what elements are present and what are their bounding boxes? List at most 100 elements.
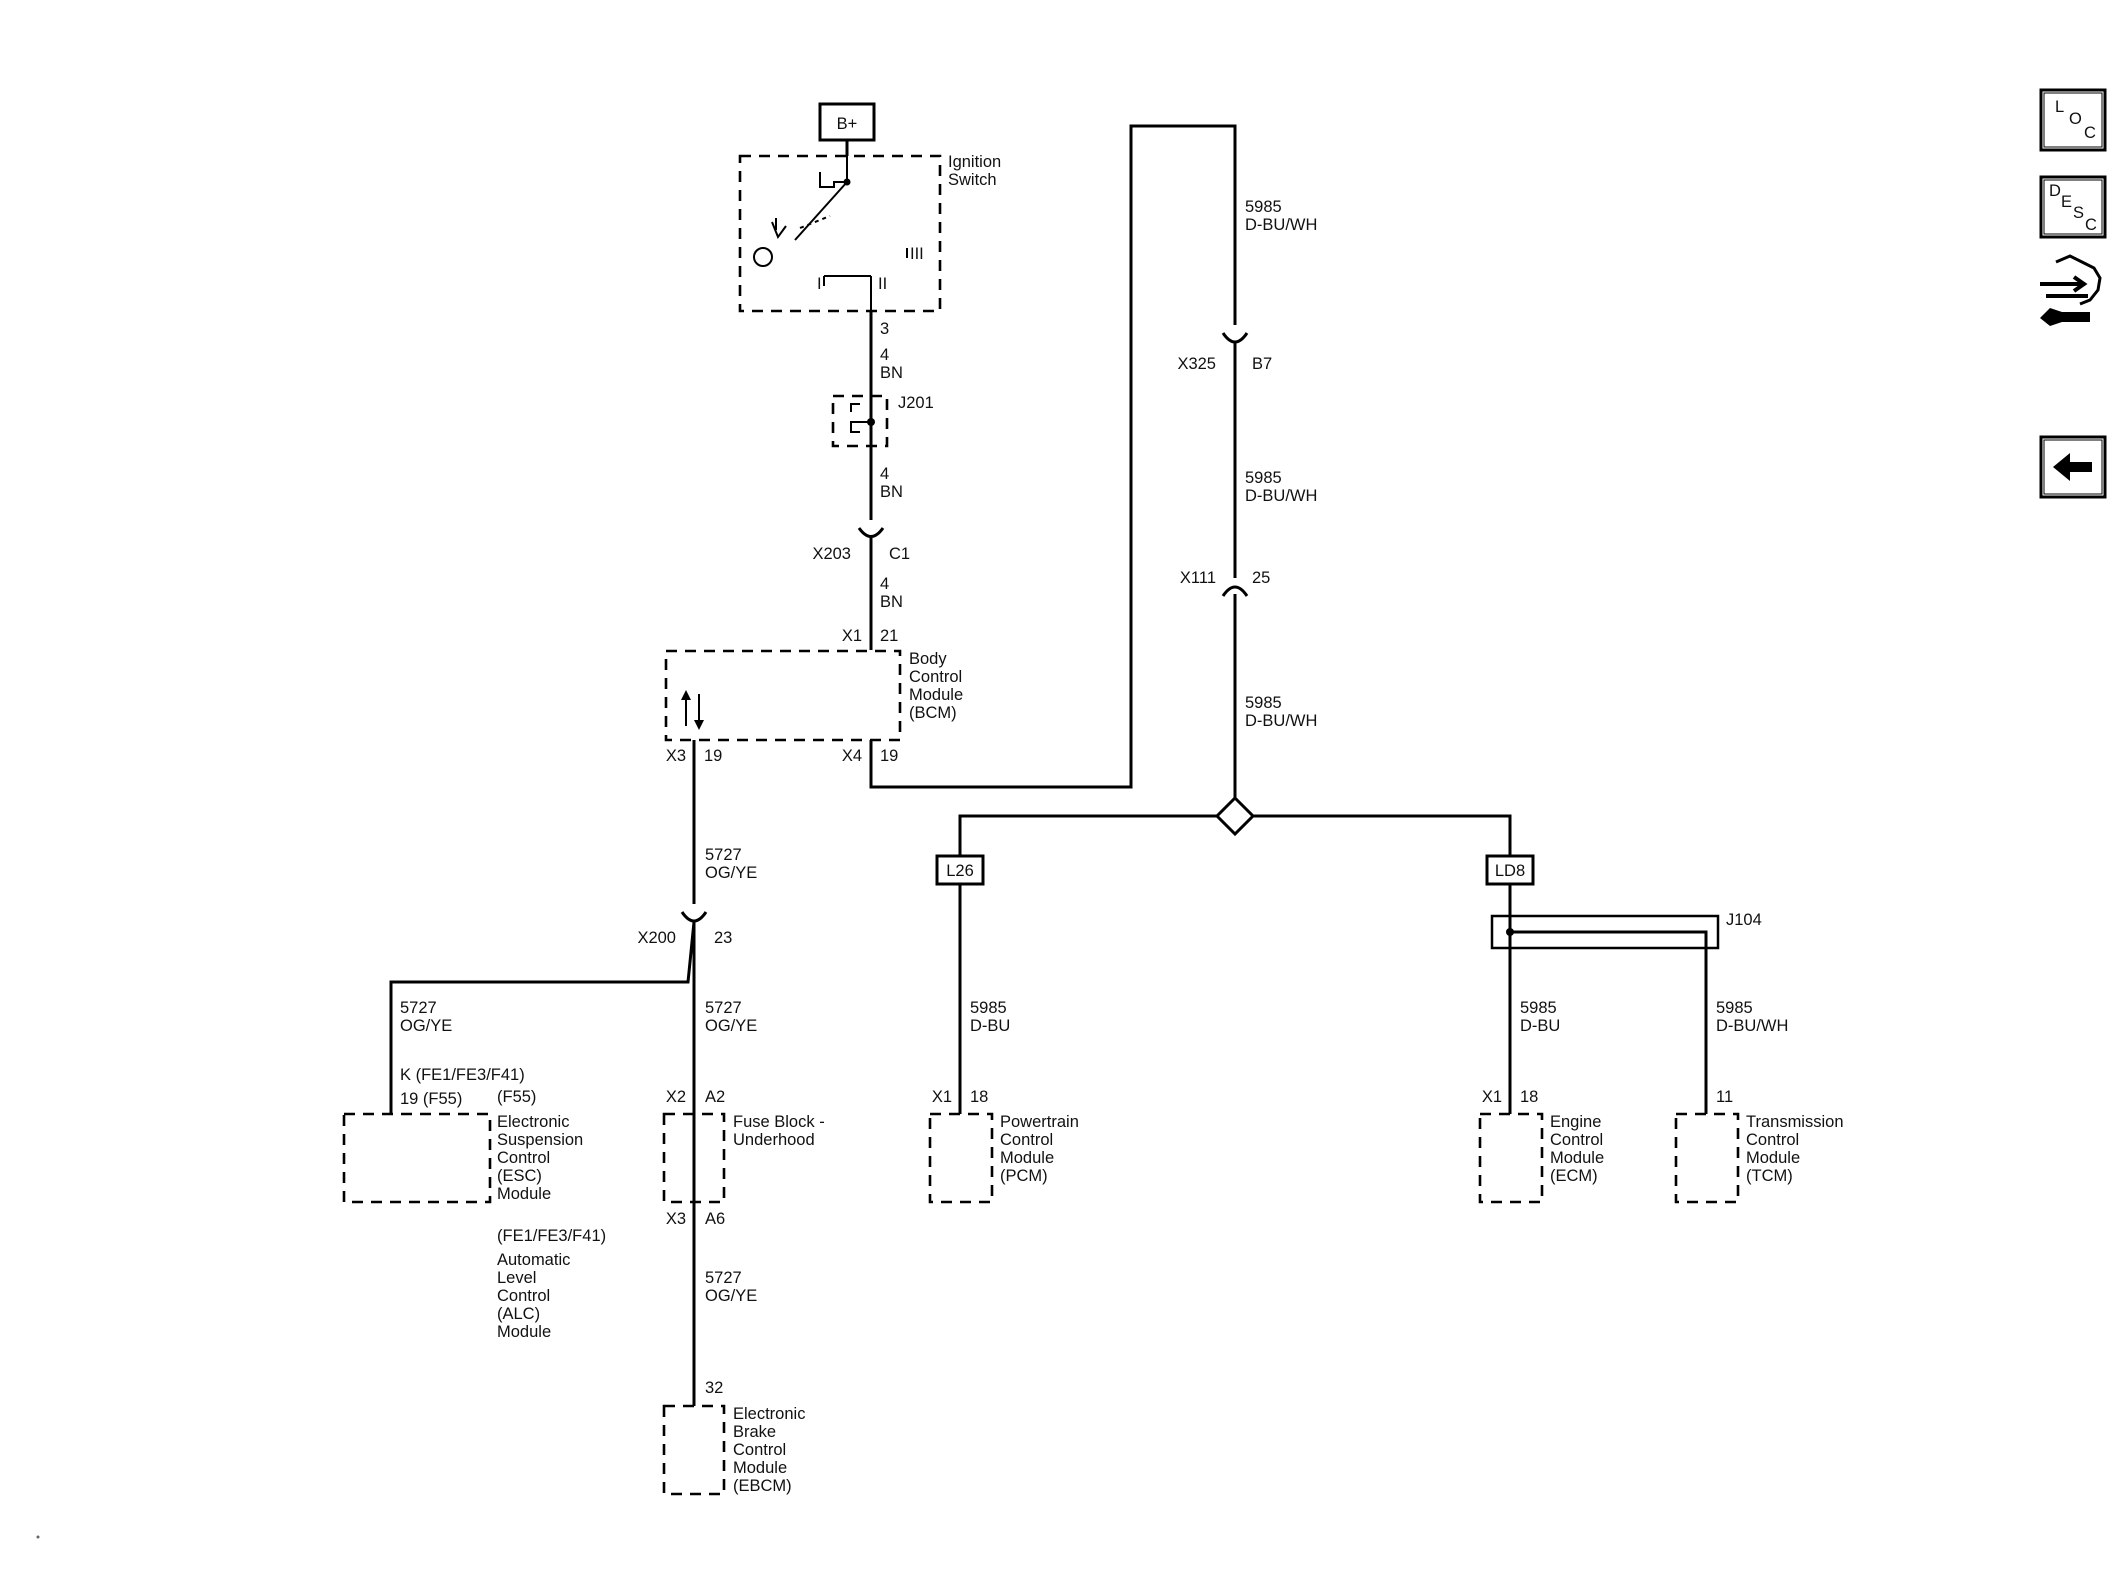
j201-splice [831, 394, 889, 448]
fuse-block-x3: X3 [666, 1210, 686, 1228]
loc-letter-c: C [2084, 124, 2096, 142]
c5985-3: D-BU/WH [1245, 712, 1317, 730]
esc-label-3: Control [497, 1149, 550, 1167]
connector-service-button[interactable] [2040, 254, 2102, 326]
j104-label: J104 [1726, 911, 1762, 929]
x203-label: X203 [812, 545, 851, 563]
x111-label: X111 [1180, 569, 1216, 587]
bcm-x3: X3 [666, 747, 686, 765]
c5985-1: D-BU/WH [1245, 216, 1317, 234]
fuse-block-label-1: Fuse Block - [733, 1113, 825, 1131]
tcm-box [1674, 1112, 1740, 1204]
desc-letter-s: S [2073, 204, 2084, 222]
pin-3: 3 [880, 320, 889, 338]
alc-label-3: Control [497, 1287, 550, 1305]
x111-connector [1221, 585, 1249, 597]
ecm-x1: X1 [1482, 1088, 1502, 1106]
bcm-label-4: (BCM) [909, 704, 957, 722]
pcm-label-2: Control [1000, 1131, 1053, 1149]
option-ld8: LD8 [1495, 862, 1525, 880]
ignition-switch-label-2: Switch [948, 171, 997, 189]
ignition-pos-1: I [817, 275, 822, 293]
pcm-pin: 18 [970, 1088, 988, 1106]
gauge-1: 4 [880, 346, 889, 364]
option-l26: L26 [946, 862, 974, 880]
j104-splice-pack [1490, 914, 1720, 950]
alc-label-2: Level [497, 1269, 536, 1287]
ebcm-label-5: (EBCM) [733, 1477, 792, 1495]
x203-pin: C1 [889, 545, 910, 563]
wire-bcm-to-x325 [869, 124, 1237, 789]
connector-wrench-icon [2040, 254, 2102, 326]
ecm-label-4: (ECM) [1550, 1167, 1598, 1185]
j201-label: J201 [898, 394, 934, 412]
pcm-label-1: Powertrain [1000, 1113, 1079, 1131]
c5727-esc: OG/YE [400, 1017, 452, 1035]
bcm-label-1: Body [909, 650, 947, 668]
ebcm-label-1: Electronic [733, 1405, 805, 1423]
w5727-3: 5727 [705, 1269, 742, 1287]
bcm-label-3: Module [909, 686, 963, 704]
pcm-color: D-BU [970, 1017, 1010, 1035]
bcm-x1: X1 [842, 627, 862, 645]
ebcm-box [662, 1404, 726, 1496]
desc-letter-c: C [2085, 216, 2097, 234]
ecm-color: D-BU [1520, 1017, 1560, 1035]
x200-pin: 23 [714, 929, 732, 947]
color-2: BN [880, 483, 903, 501]
back-button[interactable] [2039, 435, 2107, 499]
pcm-label-4: (PCM) [1000, 1167, 1048, 1185]
tcm-label-3: Module [1746, 1149, 1800, 1167]
alc-label-1: Automatic [497, 1251, 570, 1269]
x325-connector [1221, 332, 1249, 344]
fuse-block-x2-pin: A2 [705, 1088, 725, 1106]
ebcm-label-3: Control [733, 1441, 786, 1459]
w5985-1: 5985 [1245, 198, 1282, 216]
alc-label-5: Module [497, 1323, 551, 1341]
tcm-label-4: (TCM) [1746, 1167, 1793, 1185]
loc-letter-l: L [2055, 98, 2064, 116]
wire-to-l26 [958, 814, 1217, 856]
tcm-wire: 5985 [1716, 999, 1753, 1017]
esc-option-2: 19 (F55) [400, 1090, 462, 1108]
wire-to-ld8 [1253, 814, 1512, 856]
alc-label-4: (ALC) [497, 1305, 540, 1323]
w5727-esc: 5727 [400, 999, 437, 1017]
x111-pin: 25 [1252, 569, 1270, 587]
x325-pin: B7 [1252, 355, 1272, 373]
c5985-2: D-BU/WH [1245, 487, 1317, 505]
tcm-label-1: Transmission [1746, 1113, 1844, 1131]
esc-label-5: Module [497, 1185, 551, 1203]
bcm-x3-pin: 19 [704, 747, 722, 765]
c5727-2: OG/YE [705, 1017, 757, 1035]
w5985-3: 5985 [1245, 694, 1282, 712]
location-button[interactable]: L O C [2039, 88, 2107, 152]
x203-connector [857, 527, 885, 538]
tcm-label-2: Control [1746, 1131, 1799, 1149]
bcm-label-2: Control [909, 668, 962, 686]
ecm-wire: 5985 [1520, 999, 1557, 1017]
ignition-pos-3: III [910, 245, 924, 263]
esc-module-box [342, 1112, 492, 1204]
x200-label: X200 [637, 929, 676, 947]
alc-option: (FE1/FE3/F41) [497, 1227, 606, 1245]
x325-label: X325 [1177, 355, 1216, 373]
fuse-block-x2: X2 [666, 1088, 686, 1106]
esc-label-2: Suspension [497, 1131, 583, 1149]
ebcm-label-2: Brake [733, 1423, 776, 1441]
tcm-color: D-BU/WH [1716, 1017, 1788, 1035]
ignition-switch-label-1: Ignition [948, 153, 1001, 171]
loc-letter-o: O [2069, 110, 2082, 128]
wire-to-tcm [1510, 930, 1708, 1114]
ebcm-label-4: Module [733, 1459, 787, 1477]
esc-option-3: (F55) [497, 1088, 536, 1106]
description-button[interactable]: D E S C [2039, 175, 2107, 239]
ecm-box [1478, 1112, 1544, 1204]
x200-connector [680, 911, 708, 923]
left-arrow-icon [2053, 453, 2092, 481]
pcm-label-3: Module [1000, 1149, 1054, 1167]
w5727-2: 5727 [705, 999, 742, 1017]
ecm-label-1: Engine [1550, 1113, 1601, 1131]
color-1: BN [880, 364, 903, 382]
